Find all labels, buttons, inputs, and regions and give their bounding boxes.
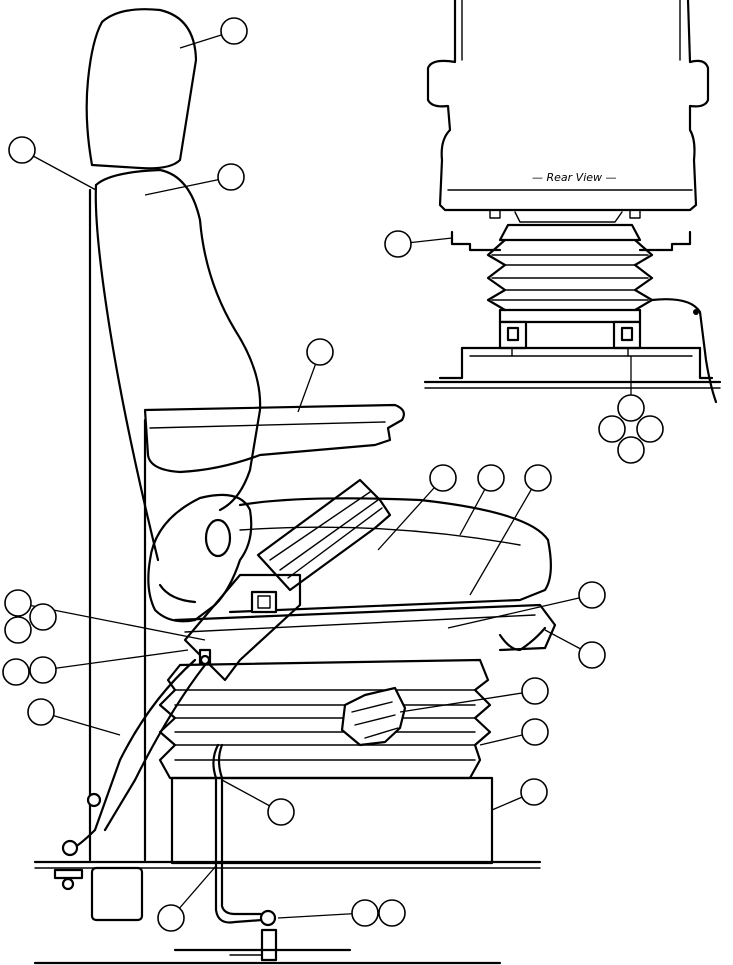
callout-bellows (521, 718, 549, 746)
callouts (2, 17, 664, 932)
callout-anchor-2 (29, 656, 57, 684)
callout-fitting-2 (378, 899, 406, 927)
callout-anchor-1 (2, 658, 30, 686)
callout-slide-rail (578, 581, 606, 609)
callout-mount-bolt-2 (598, 415, 626, 443)
callout-seat-belt (429, 464, 457, 492)
seat-main-view (33, 8, 557, 965)
callout-headrest (220, 17, 248, 45)
callout-mount-bolt-1 (617, 394, 645, 422)
callout-buckle-3 (29, 603, 57, 631)
seat-belt (256, 478, 392, 592)
callout-adjust-lever (578, 641, 606, 669)
headrest (85, 8, 198, 170)
callout-buckle-1 (4, 589, 32, 617)
armrest (143, 403, 405, 474)
callout-suspension-internal (521, 677, 549, 705)
callout-fitting-1 (351, 899, 379, 927)
seat-cushion (228, 497, 552, 614)
callout-mount-bolt-3 (636, 415, 664, 443)
rear-view-inset: — Rear View — (423, 0, 722, 404)
callout-base (520, 778, 548, 806)
callout-back-strap (8, 136, 36, 164)
callout-mount-bolt-4 (617, 436, 645, 464)
callout-air-tube (157, 904, 185, 932)
callout-cushion-frame (524, 464, 552, 492)
backrest (94, 168, 262, 512)
callout-backrest (217, 163, 245, 191)
callout-air-line (267, 798, 295, 826)
callout-seat-cushion (477, 464, 505, 492)
rear-view-label: — Rear View — (532, 171, 617, 184)
callout-buckle-2 (4, 616, 32, 644)
callout-lap-strap (27, 698, 55, 726)
callout-armrest (306, 338, 334, 366)
seat-base (170, 776, 494, 865)
callout-rear-bracket (384, 230, 412, 258)
